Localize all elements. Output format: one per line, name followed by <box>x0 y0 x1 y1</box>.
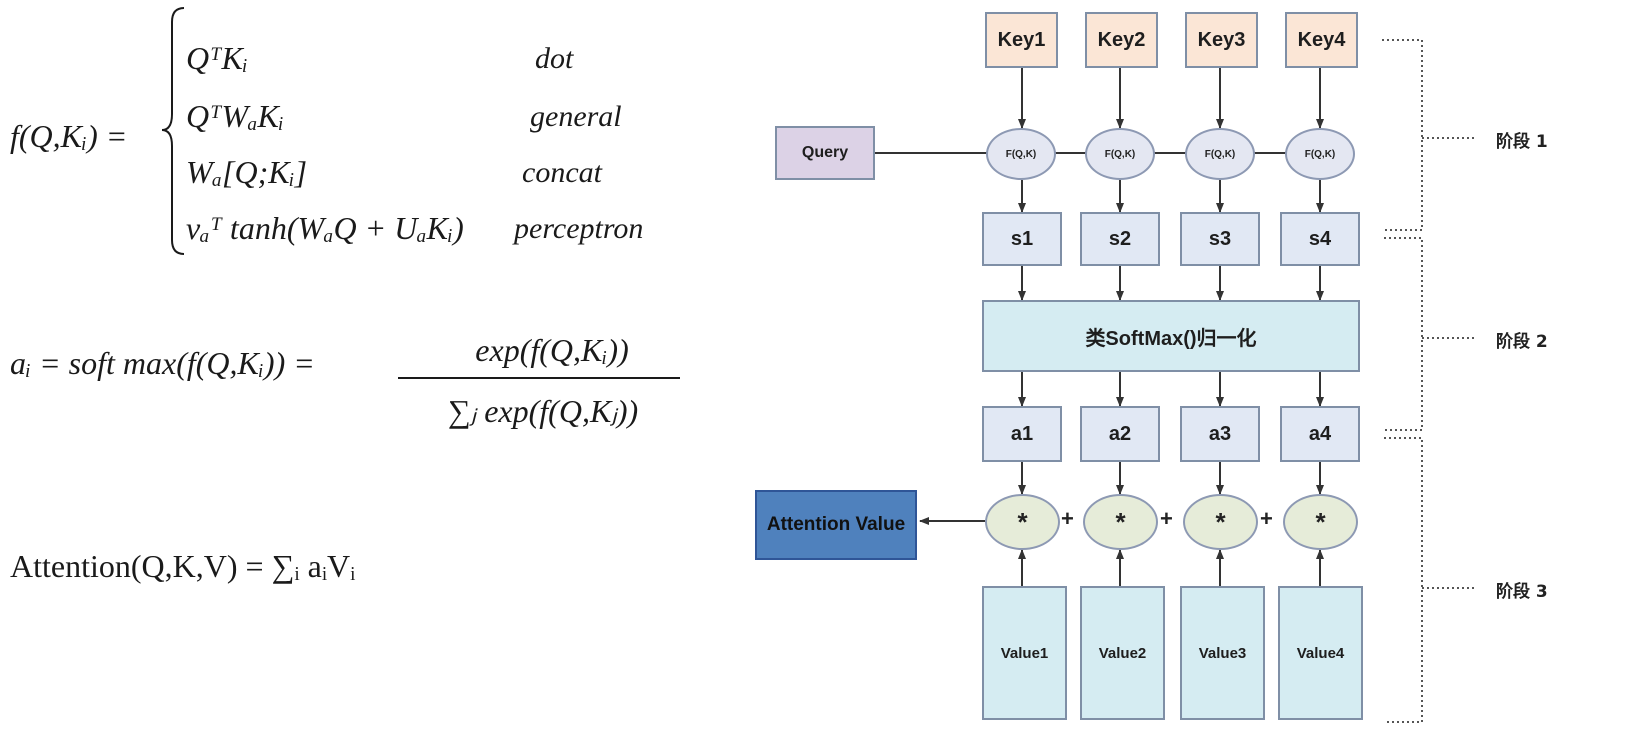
key-4-box: Key4 <box>1285 12 1358 68</box>
query-box: Query <box>775 126 875 180</box>
case-dot-name: dot <box>535 42 574 75</box>
value-4-box: Value4 <box>1278 586 1363 720</box>
weight-a4-box: a4 <box>1280 406 1360 462</box>
score-s3-box: s3 <box>1180 212 1260 266</box>
softmax-normalization-box: 类SoftMax()归一化 <box>982 300 1360 372</box>
weight-a3-box: a3 <box>1180 406 1260 462</box>
case-perceptron-name: perceptron <box>514 212 644 245</box>
multiply-node-1: * <box>985 494 1060 550</box>
multiply-node-3: * <box>1183 494 1258 550</box>
attention-formula: Attention(Q,K,V) = ∑ᵢ aᵢVᵢ <box>10 548 356 584</box>
attention-value-box: Attention Value <box>755 490 917 560</box>
fraction-bar <box>398 377 680 379</box>
score-function-node-1: F(Q,K) <box>986 128 1056 180</box>
cases-brace <box>161 7 185 255</box>
score-s4-box: s4 <box>1280 212 1360 266</box>
weight-a2-box: a2 <box>1080 406 1160 462</box>
multiply-node-4: * <box>1283 494 1358 550</box>
case-general-name: general <box>530 100 622 133</box>
weight-a1-box: a1 <box>982 406 1062 462</box>
plus-sign-3: + <box>1260 506 1273 531</box>
case-perceptron-expr: vₐᵀ tanh(WₐQ + UₐKᵢ) <box>186 210 464 246</box>
stage-2-label: 阶段 2 <box>1496 332 1548 352</box>
softmax-denominator: ∑ⱼ exp(f(Q,Kⱼ)) <box>447 393 639 429</box>
case-concat-expr: Wₐ[Q;Kᵢ] <box>186 154 308 190</box>
score-function-node-4: F(Q,K) <box>1285 128 1355 180</box>
score-s1-box: s1 <box>982 212 1062 266</box>
multiply-node-2: * <box>1083 494 1158 550</box>
softmax-numerator: exp(f(Q,Kᵢ)) <box>475 332 629 368</box>
softmax-lhs: aᵢ = soft max(f(Q,Kᵢ)) = <box>10 345 315 381</box>
value-3-box: Value3 <box>1180 586 1265 720</box>
stage-3-label: 阶段 3 <box>1496 582 1548 602</box>
value-2-box: Value2 <box>1080 586 1165 720</box>
score-function-node-2: F(Q,K) <box>1085 128 1155 180</box>
key-1-box: Key1 <box>985 12 1058 68</box>
key-3-box: Key3 <box>1185 12 1258 68</box>
stage-1-label: 阶段 1 <box>1496 132 1548 152</box>
case-dot-expr: QᵀKᵢ <box>186 40 248 76</box>
plus-sign-2: + <box>1160 506 1173 531</box>
score-function-node-3: F(Q,K) <box>1185 128 1255 180</box>
key-2-box: Key2 <box>1085 12 1158 68</box>
case-general-expr: QᵀWₐKᵢ <box>186 98 284 134</box>
plus-sign-1: + <box>1061 506 1074 531</box>
score-function-lhs: f(Q,Kᵢ) = <box>10 118 128 154</box>
case-concat-name: concat <box>522 156 602 189</box>
value-1-box: Value1 <box>982 586 1067 720</box>
score-s2-box: s2 <box>1080 212 1160 266</box>
